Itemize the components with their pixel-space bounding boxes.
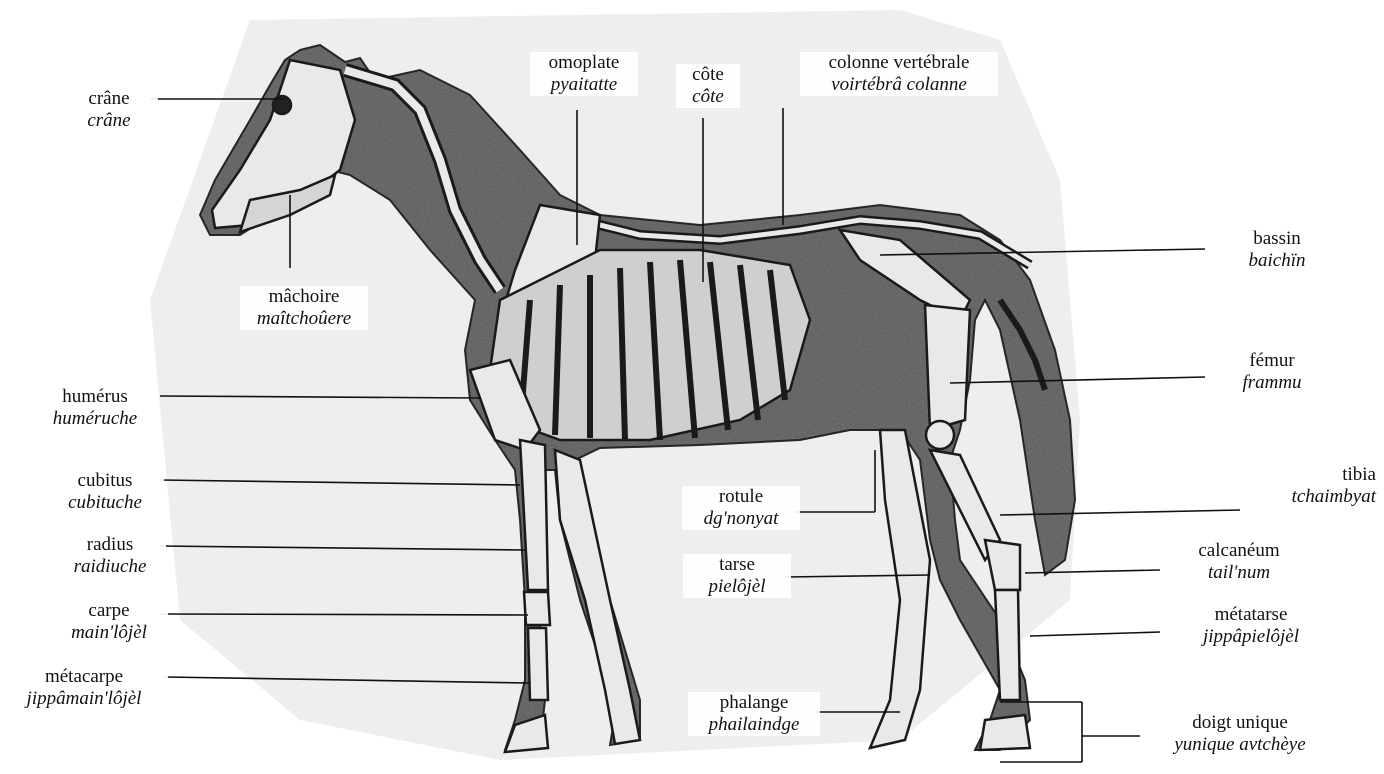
label-tibia-patois: tchaimbyat (1256, 486, 1376, 508)
label-humerus-fr: humérus (40, 386, 150, 408)
label-cote: côte côte (676, 64, 740, 108)
label-radius-patois: raidiuche (58, 556, 162, 578)
label-tarse-fr: tarse (687, 554, 787, 576)
label-humerus-patois: huméruche (40, 408, 150, 430)
front-carpus-bone (524, 592, 550, 625)
label-cubitus: cubitus cubituche (46, 470, 164, 514)
label-crane: crâne crâne (60, 88, 158, 132)
label-tarse: tarse pielôjèl (683, 554, 791, 598)
label-femur-patois: frammu (1232, 372, 1312, 394)
label-cubitus-fr: cubitus (50, 470, 160, 492)
label-bassin-patois: baichïn (1232, 250, 1322, 272)
label-metatarse-fr: métatarse (1186, 604, 1316, 626)
label-phalange-fr: phalange (692, 692, 816, 714)
label-carpe: carpe main'lôjèl (50, 600, 168, 644)
label-cote-patois: côte (680, 86, 736, 108)
label-radius: radius raidiuche (54, 534, 166, 578)
label-calcaneum: calcanéum tail'num (1180, 540, 1298, 584)
label-omoplate-patois: pyaitatte (534, 74, 634, 96)
label-cote-fr: côte (680, 64, 736, 86)
label-rotule: rotule dg'nonyat (682, 486, 800, 530)
label-femur-fr: fémur (1232, 350, 1312, 372)
label-metatarse: métatarse jippâpielôjèl (1182, 604, 1320, 648)
patella-bone (926, 421, 954, 449)
label-crane-patois: crâne (64, 110, 154, 132)
label-colonne-patois: voirtébrâ colanne (804, 74, 994, 96)
label-cubitus-patois: cubituche (50, 492, 160, 514)
label-metatarse-patois: jippâpielôjèl (1186, 626, 1316, 648)
label-machoire-fr: mâchoire (244, 286, 364, 308)
label-machoire: mâchoire maîtchoûere (240, 286, 368, 330)
hind-hoof (980, 715, 1030, 750)
label-tibia-fr: tibia (1256, 464, 1376, 486)
label-bassin: bassin baichïn (1228, 228, 1326, 272)
label-femur: fémur frammu (1228, 350, 1316, 394)
label-rotule-fr: rotule (686, 486, 796, 508)
label-radius-fr: radius (58, 534, 162, 556)
femur-bone (925, 305, 970, 430)
label-metacarpe-patois: jippâmain'lôjèl (4, 688, 164, 710)
label-tibia: tibia tchaimbyat (1252, 464, 1380, 508)
label-doigt: doigt unique yunique avtchèye (1156, 712, 1324, 756)
label-metacarpe-fr: métacarpe (4, 666, 164, 688)
label-humerus: humérus huméruche (36, 386, 154, 430)
label-omoplate: omoplate pyaitatte (530, 52, 638, 96)
label-carpe-patois: main'lôjèl (54, 622, 164, 644)
label-carpe-fr: carpe (54, 600, 164, 622)
label-doigt-patois: yunique avtchèye (1160, 734, 1320, 756)
label-tarse-patois: pielôjèl (687, 576, 787, 598)
label-bassin-fr: bassin (1232, 228, 1322, 250)
hind-cannon-bone (995, 590, 1020, 700)
label-phalange-patois: phailaindge (692, 714, 816, 736)
label-crane-fr: crâne (64, 88, 154, 110)
label-metacarpe: métacarpe jippâmain'lôjèl (0, 666, 168, 710)
label-rotule-patois: dg'nonyat (686, 508, 796, 530)
label-colonne-fr: colonne vertébrale (804, 52, 994, 74)
label-machoire-patois: maîtchoûere (244, 308, 364, 330)
label-calcaneum-fr: calcanéum (1184, 540, 1294, 562)
label-doigt-fr: doigt unique (1160, 712, 1320, 734)
label-calcaneum-patois: tail'num (1184, 562, 1294, 584)
front-cannon-bone (528, 628, 548, 700)
label-phalange: phalange phailaindge (688, 692, 820, 736)
label-omoplate-fr: omoplate (534, 52, 634, 74)
label-colonne: colonne vertébrale voirtébrâ colanne (800, 52, 998, 96)
